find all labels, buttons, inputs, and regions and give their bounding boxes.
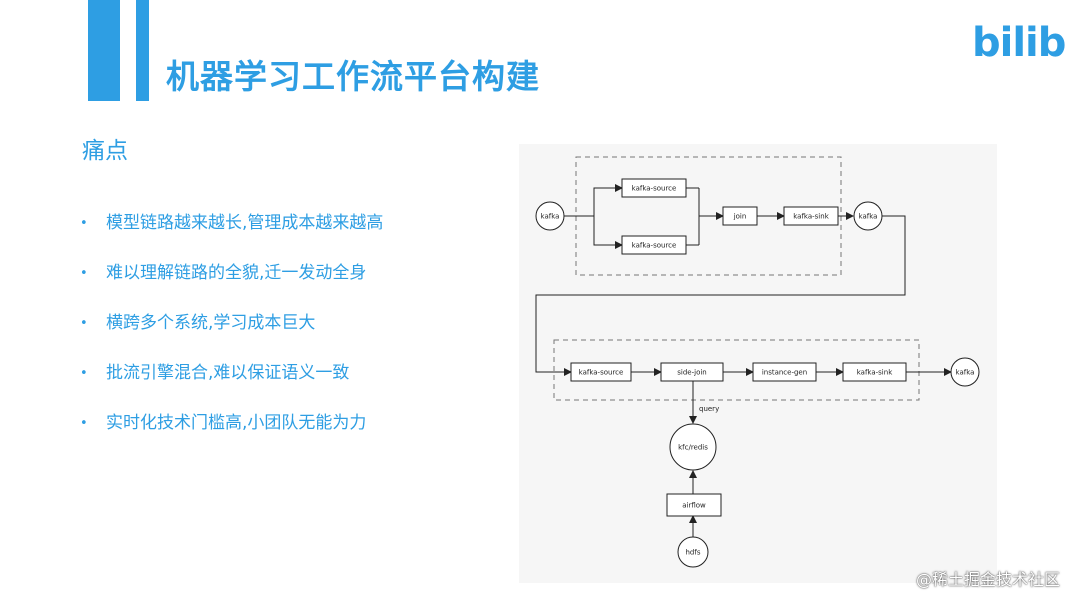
stage1-edges: [535, 184, 906, 376]
bullet-text: 实时化技术门槛高,小团队无能为力: [106, 413, 367, 433]
bullet-dot-icon: •: [80, 216, 88, 231]
svg-text:join: join: [733, 213, 747, 221]
svg-text:kafka-source: kafka-source: [579, 369, 624, 377]
svg-text:instance-gen: instance-gen: [762, 369, 807, 377]
bullet-dot-icon: •: [80, 316, 88, 331]
pain-points-list: • 模型链路越来越长,管理成本越来越高 • 难以理解链路的全貌,迁一发动全身 • 横跨…: [78, 212, 438, 462]
stage2-edges: [631, 368, 952, 537]
list-item: • 难以理解链路的全貌,迁一发动全身: [78, 262, 438, 285]
svg-text:hdfs: hdfs: [686, 549, 701, 557]
svg-text:kafka: kafka: [859, 213, 878, 221]
list-item: • 横跨多个系统,学习成本巨大: [78, 312, 438, 335]
bullet-text: 横跨多个系统,学习成本巨大: [106, 313, 316, 333]
kafka-source-node-2: kafka-source: [621, 235, 687, 255]
svg-text:kafka-source: kafka-source: [632, 185, 677, 193]
logo-text: bilibili: [972, 20, 1068, 64]
bullet-dot-icon: •: [80, 416, 88, 431]
kafka-source-node-1: kafka-source: [621, 178, 687, 198]
kafka-sink-node-2: kafka-sink: [842, 362, 907, 382]
svg-text:kfc/redis: kfc/redis: [678, 444, 708, 452]
side-join-node: side-join: [660, 362, 724, 382]
kafka-output-node: kafka: [950, 357, 980, 387]
pipeline-diagram: kafka kafka-source kafka-source join kaf…: [535, 156, 980, 568]
bullet-text: 模型链路越来越长,管理成本越来越高: [106, 213, 384, 233]
bullet-text: 难以理解链路的全貌,迁一发动全身: [106, 263, 367, 283]
kafka-input-node: kafka: [535, 201, 565, 231]
svg-text:kafka-sink: kafka-sink: [793, 213, 829, 221]
svg-text:kafka-source: kafka-source: [632, 242, 677, 250]
page-title: 机器学习工作流平台构建: [166, 57, 540, 96]
query-edge-label: query: [699, 405, 719, 413]
hdfs-node: hdfs: [677, 536, 709, 568]
list-item: • 模型链路越来越长,管理成本越来越高: [78, 212, 416, 235]
bullet-dot-icon: •: [80, 266, 88, 281]
list-item: • 批流引擎混合,难以保证语义一致: [78, 362, 438, 385]
svg-text:airflow: airflow: [682, 502, 706, 510]
instance-gen-node: instance-gen: [752, 362, 817, 382]
decor-bar-wide: [88, 0, 120, 101]
kafka-sink-node-1: kafka-sink: [783, 206, 839, 226]
decor-bar-narrow: [136, 0, 149, 101]
bilibili-logo: bilibili: [972, 20, 1068, 64]
svg-text:kafka: kafka: [956, 369, 975, 377]
stage2-group: [553, 339, 920, 401]
kafka-source-node-3: kafka-source: [570, 362, 632, 382]
join-node: join: [722, 206, 758, 226]
svg-text:kafka: kafka: [541, 213, 560, 221]
bullet-dot-icon: •: [80, 366, 88, 381]
svg-text:side-join: side-join: [677, 369, 706, 377]
svg-text:kafka-sink: kafka-sink: [857, 369, 893, 377]
section-subtitle: 痛点: [82, 138, 128, 164]
kfc-redis-node: kfc/redis: [669, 423, 717, 471]
kafka-middle-node: kafka: [853, 201, 883, 231]
airflow-node: airflow: [666, 493, 722, 517]
bullet-text: 批流引擎混合,难以保证语义一致: [106, 363, 350, 383]
list-item: • 实时化技术门槛高,小团队无能为力: [78, 412, 438, 435]
watermark-text: @稀土掘金技术社区: [915, 570, 1060, 589]
